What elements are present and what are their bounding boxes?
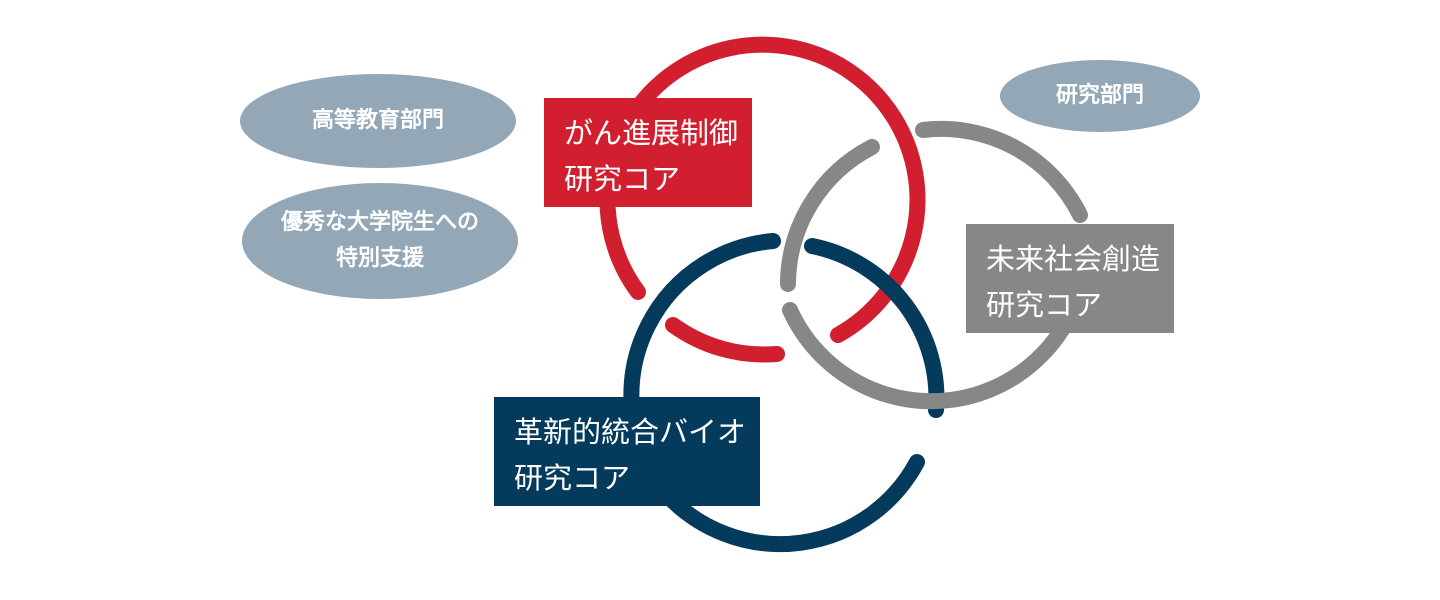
future-society-core-line1: 未来社会創造	[986, 242, 1161, 276]
navy-ring-right-arc	[804, 238, 945, 418]
gray-ring	[780, 139, 880, 292]
bio-core-line1: 革新的統合バイオ	[514, 415, 747, 449]
graduate-support-line1: 優秀な大学院生への	[280, 210, 479, 235]
cancer-core-line1: がん進展制御	[564, 116, 739, 150]
graduate-support-oval: 優秀な大学院生への 特別支援	[242, 183, 518, 299]
research-division-oval: 研究部門	[1000, 60, 1200, 132]
red-ring-lower-segment	[665, 317, 785, 363]
navy-ring-bottom-arc	[660, 454, 925, 553]
cancer-core-line2: 研究コア	[564, 162, 681, 196]
bio-core-box: 革新的統合バイオ 研究コア	[494, 397, 760, 506]
cancer-core-box: がん進展制御 研究コア	[544, 98, 752, 207]
higher-education-label: 高等教育部門	[311, 108, 444, 133]
higher-education-oval: 高等教育部門	[240, 74, 516, 168]
bio-core-line2: 研究コア	[514, 461, 631, 495]
gray-ring-top-arc	[915, 120, 1088, 223]
future-society-core-box: 未来社会創造 研究コア	[966, 224, 1174, 333]
research-division-label: 研究部門	[1055, 83, 1144, 108]
graduate-support-line2: 特別支援	[335, 246, 424, 271]
future-society-core-line2: 研究コア	[986, 288, 1103, 322]
